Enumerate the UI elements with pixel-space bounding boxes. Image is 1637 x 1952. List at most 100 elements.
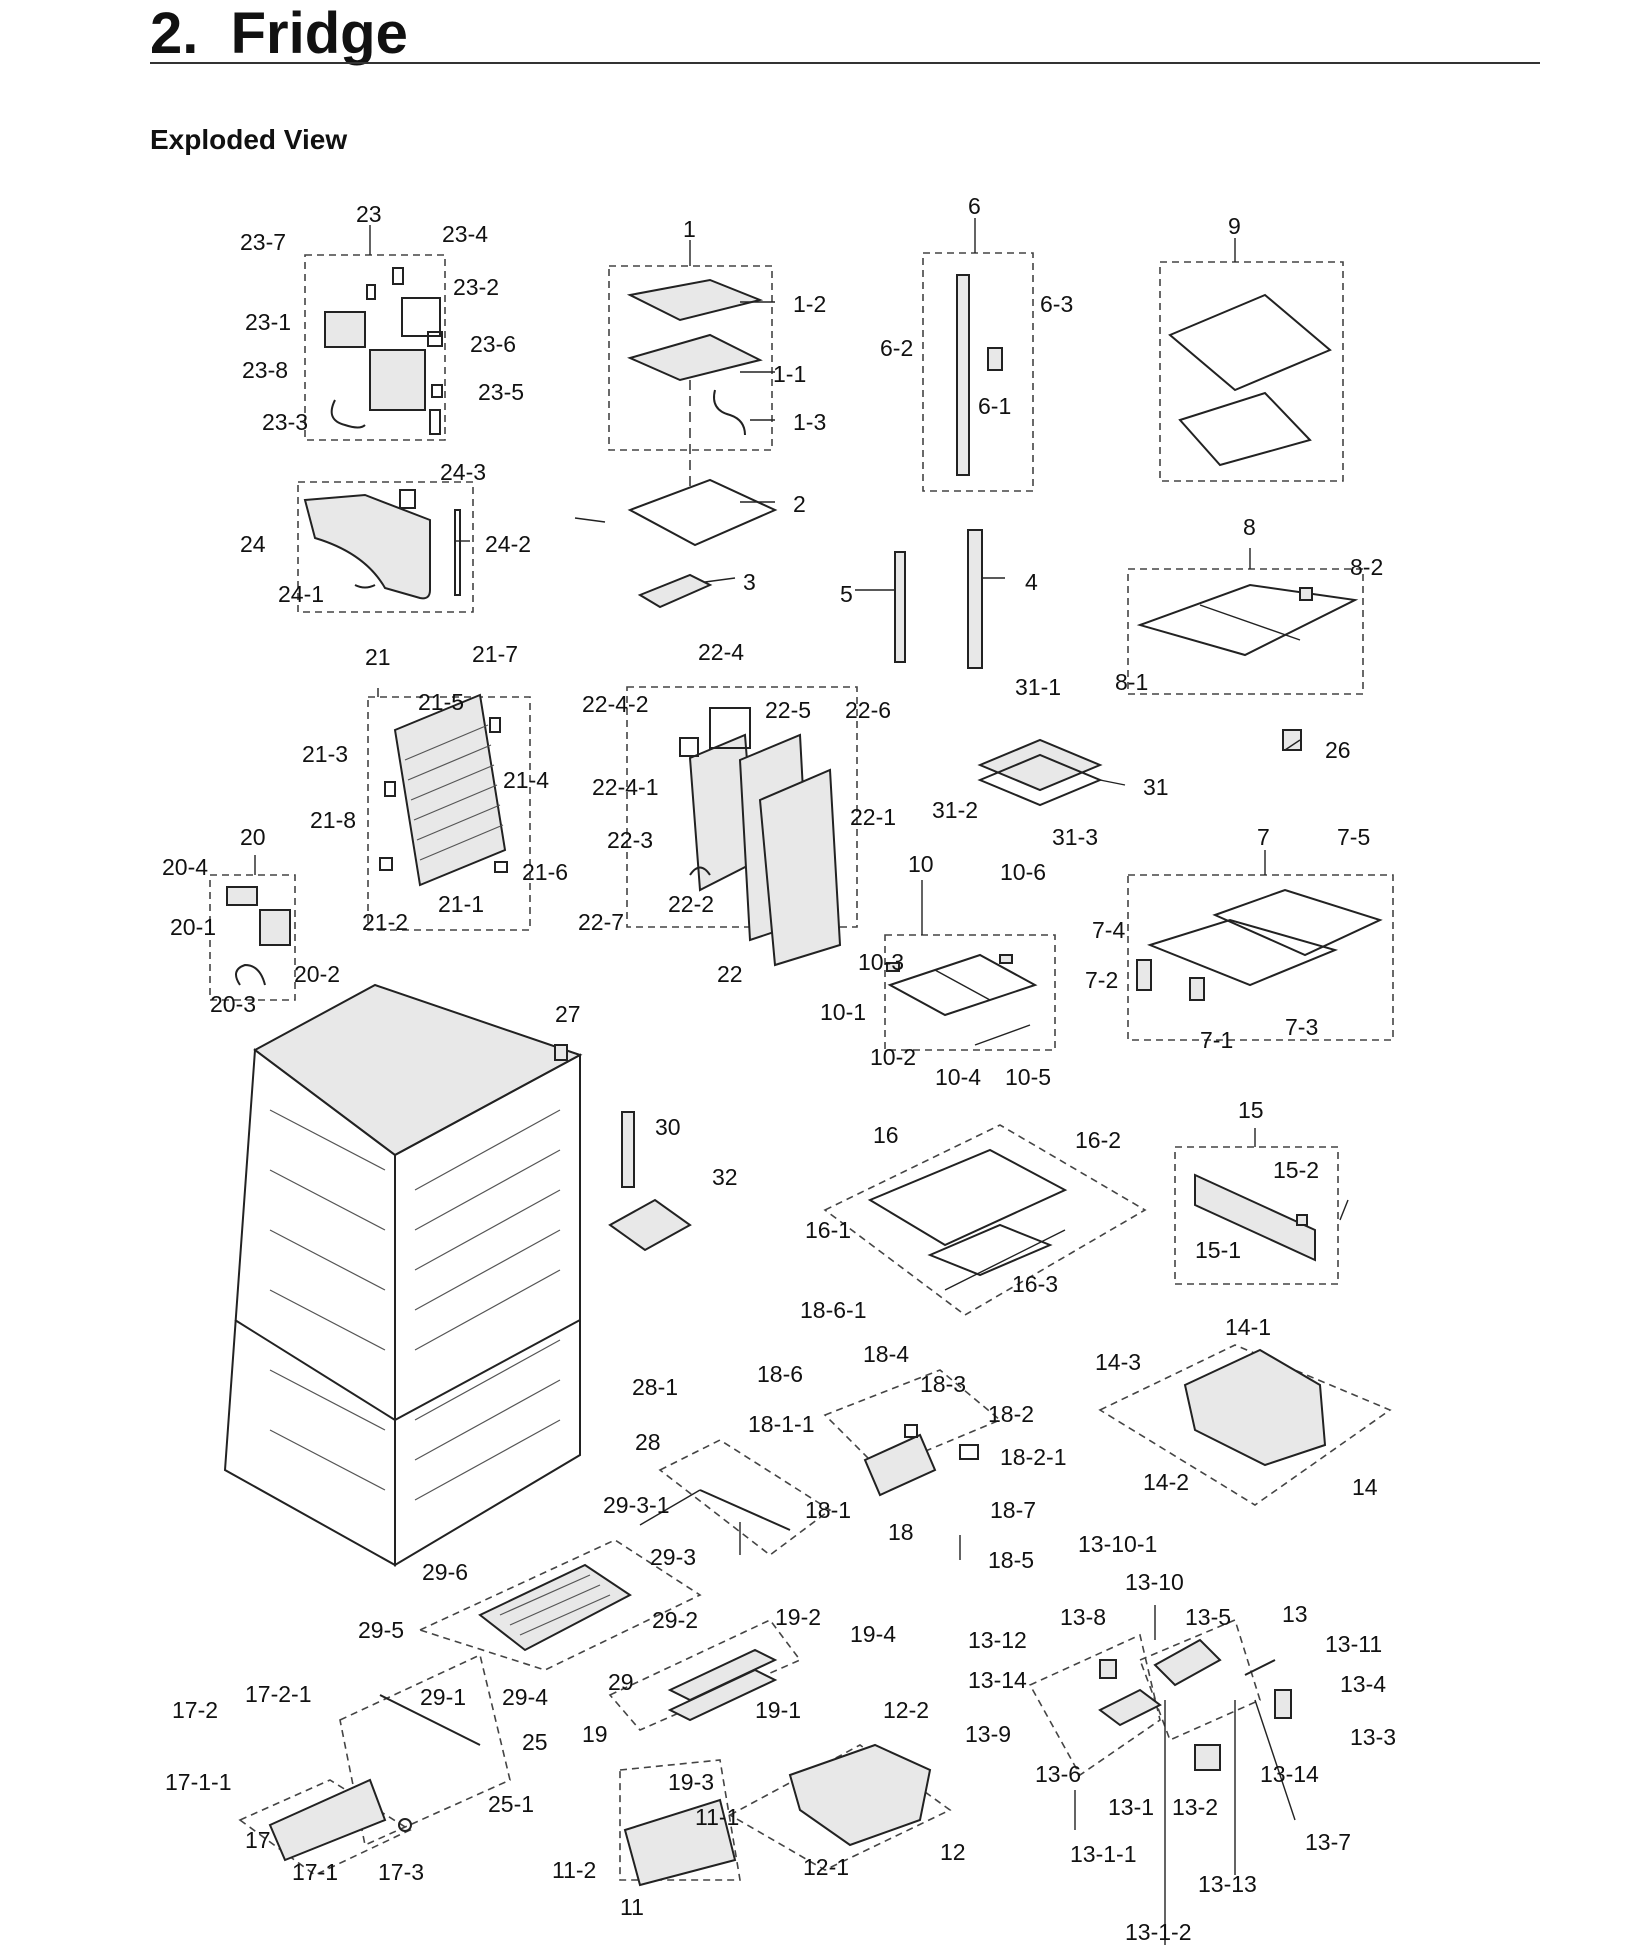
label-29: 29 <box>608 1669 634 1695</box>
label-10-6: 10-6 <box>1000 859 1046 885</box>
label-13-14-b: 13-14 <box>1260 1761 1319 1787</box>
label-1-2: 1-2 <box>793 291 826 317</box>
label-13-2: 13-2 <box>1172 1794 1218 1820</box>
label-29-3: 29-3 <box>650 1544 696 1570</box>
label-13-13: 13-13 <box>1198 1871 1257 1897</box>
label-21-6: 21-6 <box>522 859 568 885</box>
label-23: 23 <box>356 201 382 227</box>
label-26: 26 <box>1325 737 1351 763</box>
label-23-7: 23-7 <box>240 229 286 255</box>
label-5: 5 <box>840 581 853 607</box>
assembly-boxes <box>209 252 1394 1881</box>
label-8-1: 8-1 <box>1115 669 1148 695</box>
label-29-1: 29-1 <box>420 1684 466 1710</box>
label-17-2-1: 17-2-1 <box>245 1681 311 1707</box>
label-23-3: 23-3 <box>262 409 308 435</box>
label-13-10: 13-10 <box>1125 1569 1184 1595</box>
label-24-3: 24-3 <box>440 459 486 485</box>
label-24-1: 24-1 <box>278 581 324 607</box>
label-11: 11 <box>620 1894 644 1920</box>
label-10-5: 10-5 <box>1005 1064 1051 1090</box>
label-24: 24 <box>240 531 266 557</box>
label-8: 8 <box>1243 514 1256 540</box>
label-10-1: 10-1 <box>820 999 866 1025</box>
label-13-9: 13-9 <box>965 1721 1011 1747</box>
label-21-5: 21-5 <box>418 689 464 715</box>
label-7-1: 7-1 <box>1200 1027 1233 1053</box>
label-14-2: 14-2 <box>1143 1469 1189 1495</box>
label-20-1: 20-1 <box>170 914 216 940</box>
label-23-6: 23-6 <box>470 331 516 357</box>
label-31-3: 31-3 <box>1052 824 1098 850</box>
label-10-4: 10-4 <box>935 1064 981 1090</box>
label-13-1-2: 13-1-2 <box>1125 1919 1191 1945</box>
label-7-3: 7-3 <box>1285 1014 1318 1040</box>
label-18-4: 18-4 <box>863 1341 909 1367</box>
label-12: 12 <box>940 1839 966 1865</box>
label-25-1: 25-1 <box>488 1791 534 1817</box>
label-18-6: 18-6 <box>757 1361 803 1387</box>
label-29-5: 29-5 <box>358 1617 404 1643</box>
part-labels: 23-7 23 23-4 23-2 23-1 23-6 23-8 23-5 23… <box>162 193 1396 1945</box>
label-23-4: 23-4 <box>442 221 488 247</box>
label-3: 3 <box>743 569 756 595</box>
label-8-2: 8-2 <box>1350 554 1383 580</box>
label-14-3: 14-3 <box>1095 1349 1141 1375</box>
label-23-5: 23-5 <box>478 379 524 405</box>
label-17-3: 17-3 <box>378 1859 424 1885</box>
label-12-1: 12-1 <box>803 1854 849 1880</box>
label-18-3: 18-3 <box>920 1371 966 1397</box>
label-23-2: 23-2 <box>453 274 499 300</box>
label-28-1: 28-1 <box>632 1374 678 1400</box>
label-13-6: 13-6 <box>1035 1761 1081 1787</box>
label-28: 28 <box>635 1429 661 1455</box>
label-18-5: 18-5 <box>988 1547 1034 1573</box>
label-16-3: 16-3 <box>1012 1271 1058 1297</box>
label-22-4-1: 22-4-1 <box>592 774 658 800</box>
label-19-1: 19-1 <box>755 1697 801 1723</box>
label-13-4: 13-4 <box>1340 1671 1386 1697</box>
title-divider <box>150 62 1540 64</box>
label-29-2: 29-2 <box>652 1607 698 1633</box>
label-18-1: 18-1 <box>805 1497 851 1523</box>
label-23-1: 23-1 <box>245 309 291 335</box>
label-12-2: 12-2 <box>883 1697 929 1723</box>
label-25: 25 <box>522 1729 548 1755</box>
label-16: 16 <box>873 1122 899 1148</box>
label-7-5: 7-5 <box>1337 824 1370 850</box>
label-22-4: 22-4 <box>698 639 744 665</box>
label-18: 18 <box>888 1519 914 1545</box>
label-19-3: 19-3 <box>668 1769 714 1795</box>
label-7-4: 7-4 <box>1092 917 1125 943</box>
label-17-1: 17-1 <box>292 1859 338 1885</box>
label-20-3: 20-3 <box>210 991 256 1017</box>
label-22-2: 22-2 <box>668 891 714 917</box>
label-7: 7 <box>1257 824 1270 850</box>
label-31-1: 31-1 <box>1015 674 1061 700</box>
label-13-3: 13-3 <box>1350 1724 1396 1750</box>
label-21-2: 21-2 <box>362 909 408 935</box>
label-13-1: 13-1 <box>1108 1794 1154 1820</box>
label-19-4: 19-4 <box>850 1621 896 1647</box>
label-14-1: 14-1 <box>1225 1314 1271 1340</box>
label-13-12: 13-12 <box>968 1627 1027 1653</box>
label-18-6-1: 18-6-1 <box>800 1297 866 1323</box>
label-23-8: 23-8 <box>242 357 288 383</box>
part-drawings <box>223 267 1383 1887</box>
label-13-11: 13-11 <box>1325 1631 1382 1657</box>
label-1: 1 <box>683 216 696 242</box>
label-6: 6 <box>968 193 981 219</box>
label-18-2: 18-2 <box>988 1401 1034 1427</box>
label-20: 20 <box>240 824 266 850</box>
label-24-2: 24-2 <box>485 531 531 557</box>
label-4: 4 <box>1025 569 1038 595</box>
label-6-3: 6-3 <box>1040 291 1073 317</box>
label-32: 32 <box>712 1164 738 1190</box>
label-19-2: 19-2 <box>775 1604 821 1630</box>
label-22-4-2: 22-4-2 <box>582 691 648 717</box>
label-10: 10 <box>908 851 934 877</box>
label-30: 30 <box>655 1114 681 1140</box>
label-9: 9 <box>1228 213 1241 239</box>
